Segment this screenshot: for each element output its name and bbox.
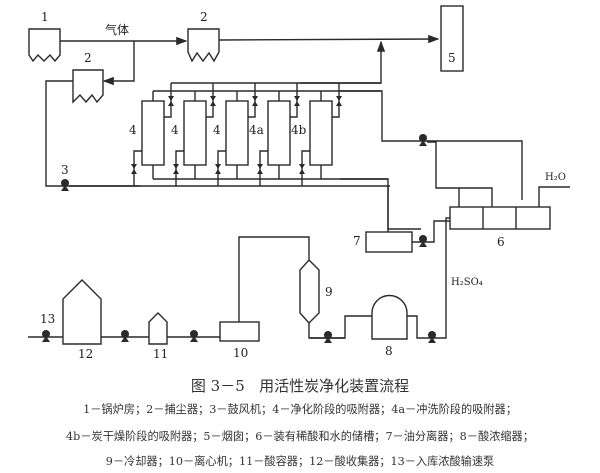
gas-branch-pipe bbox=[102, 41, 135, 86]
valve-icon bbox=[294, 96, 300, 106]
adsorber-side-pipe bbox=[290, 83, 298, 118]
dust-collector-top bbox=[187, 28, 220, 63]
acid-collector-label: 12 bbox=[78, 347, 93, 361]
centrifuge-label: 10 bbox=[233, 346, 248, 360]
legend-line-2: 4b－炭干燥阶段的吸附器；5－烟囱；6－装有稀酸和水的储槽；7－油分离器；8－酸… bbox=[66, 430, 534, 443]
oil-separator-outlet bbox=[412, 220, 450, 243]
valve-icon bbox=[173, 164, 179, 174]
adsorber-inlet-pipe bbox=[175, 150, 184, 186]
oil-separator-label: 7 bbox=[353, 234, 361, 248]
transfer-pump bbox=[42, 330, 50, 342]
wash-return-pipe bbox=[340, 90, 523, 200]
adsorber-column bbox=[267, 100, 291, 166]
acid-pipe bbox=[432, 217, 450, 339]
boiler-house bbox=[28, 28, 61, 63]
chimney bbox=[440, 5, 464, 72]
adsorber-side-pipe bbox=[164, 83, 172, 118]
boiler-house-label: 1 bbox=[41, 10, 49, 24]
pump-11-10 bbox=[190, 330, 198, 342]
tank-feed-pipe-2 bbox=[459, 187, 493, 207]
acid-container bbox=[148, 312, 168, 345]
valve-icon bbox=[215, 164, 221, 174]
tank-feed-pipe bbox=[427, 141, 460, 207]
adsorber-column bbox=[309, 100, 333, 166]
adsorber-inlet-pipe bbox=[217, 150, 226, 186]
dust-collector-left bbox=[72, 69, 104, 104]
dust-collector-top-label: 2 bbox=[200, 10, 208, 24]
fan-label: 3 bbox=[61, 163, 69, 177]
adsorber-label: 4 bbox=[171, 123, 179, 137]
figure-caption: 图 3－5 用活性炭净化装置流程 bbox=[0, 375, 600, 396]
water-pipe bbox=[538, 186, 570, 207]
adsorber-column bbox=[183, 100, 207, 166]
adsorber-label: 4 bbox=[213, 123, 221, 137]
valve-icon bbox=[299, 164, 305, 174]
valve-icon bbox=[131, 164, 137, 174]
adsorber-inlet-pipe bbox=[259, 150, 268, 186]
oil-separator bbox=[365, 231, 413, 253]
fan bbox=[61, 179, 69, 191]
storage-tank bbox=[449, 206, 551, 230]
adsorber-label: 4b bbox=[291, 123, 307, 137]
adsorber-label: 4a bbox=[249, 123, 264, 137]
legend-line-3: 9－冷却器；10－离心机；11－酸容器；12－酸收集器；13－入库浓酸输速泵 bbox=[105, 455, 495, 468]
valve-icon bbox=[257, 164, 263, 174]
valve-icon bbox=[252, 96, 258, 106]
cooler-pump bbox=[324, 331, 332, 343]
figure-title: 用活性炭净化装置流程 bbox=[259, 377, 410, 395]
adsorber-side-pipe bbox=[248, 83, 256, 118]
water-label: H₂O bbox=[545, 172, 566, 183]
riser-pipe bbox=[300, 40, 386, 84]
flue-pipe bbox=[218, 34, 440, 44]
acid-container-label: 11 bbox=[153, 347, 168, 361]
adsorber-column bbox=[225, 100, 249, 166]
adsorber-label: 4 bbox=[129, 123, 137, 137]
concentrator-outlet bbox=[407, 315, 432, 339]
centrifuge bbox=[219, 321, 260, 342]
pump-12-11 bbox=[121, 330, 129, 342]
adsorber-inlet-pipe bbox=[301, 150, 310, 186]
chimney-label: 5 bbox=[448, 51, 456, 65]
storage-tank-label: 6 bbox=[497, 235, 505, 249]
transfer-pump-label: 13 bbox=[40, 312, 55, 326]
cooler bbox=[299, 258, 320, 325]
oil-separator-pump bbox=[419, 235, 427, 247]
acid-concentrator-label: 8 bbox=[385, 344, 393, 358]
process-flow-diagram: 1 气体 2 5 2 3 4 4 4 4a 4b bbox=[28, 5, 570, 361]
legend-line-1: 1－锅炉房；2－捕尘器；3－鼓风机；4－净化阶段的吸附器；4a－冲洗阶段的吸附器… bbox=[83, 403, 517, 416]
adsorber-group: 4 4 4 4a 4b bbox=[129, 83, 342, 186]
acid-concentrator bbox=[371, 294, 408, 340]
concentrator-inlet bbox=[310, 315, 372, 339]
wash-pump bbox=[419, 134, 427, 146]
valve-icon bbox=[168, 96, 174, 106]
adsorber-inlet-pipe bbox=[133, 150, 142, 186]
adsorber-side-pipe bbox=[332, 83, 340, 118]
dust-collector-left-label: 2 bbox=[84, 51, 92, 65]
cooler-outlet bbox=[308, 323, 345, 339]
figure-number: 图 3－5 bbox=[190, 377, 245, 395]
gas-label: 气体 bbox=[105, 22, 129, 37]
cooler-label: 9 bbox=[325, 285, 333, 299]
valve-icon bbox=[210, 96, 216, 106]
concentrator-pump bbox=[428, 331, 436, 343]
valve-icon bbox=[336, 96, 342, 106]
sulfuric-acid-label: H₂SO₄ bbox=[451, 277, 483, 288]
cooler-to-centrifuge-pipe bbox=[238, 236, 310, 322]
adsorber-side-pipe bbox=[206, 83, 214, 118]
acid-collector bbox=[62, 279, 102, 345]
adsorber-column bbox=[141, 100, 165, 166]
